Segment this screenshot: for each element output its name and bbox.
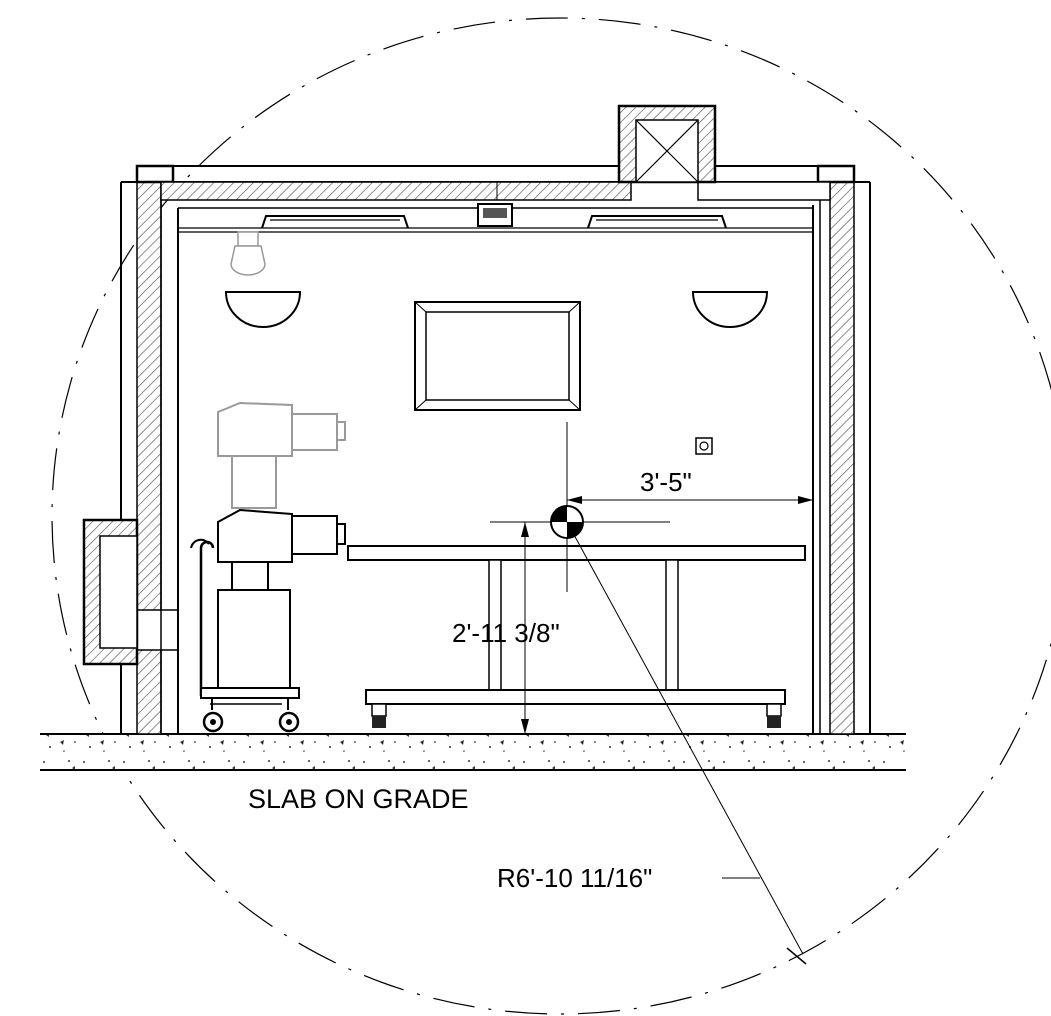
center-of-gravity-icon xyxy=(490,422,670,592)
table xyxy=(347,545,806,728)
linear-light-icon xyxy=(261,215,727,229)
wall-sconce-icon xyxy=(224,291,769,328)
left-wall xyxy=(120,164,179,735)
height-dimension: 2'-11 3/8" xyxy=(452,522,560,734)
exterior-equipment-box xyxy=(82,518,139,666)
clearance-radius-circle xyxy=(51,17,1051,1015)
wall-monitor xyxy=(414,301,581,411)
pendant-light-icon xyxy=(230,231,266,276)
radius-dimension-label: R6'-10 11/16" xyxy=(497,863,652,893)
width-dimension: 3'-5" xyxy=(567,467,813,504)
right-wall xyxy=(812,164,871,735)
ceiling-assembly xyxy=(121,165,870,233)
radius-leader: R6'-10 11/16" xyxy=(497,521,807,965)
duct-icon xyxy=(617,104,717,184)
height-dimension-label: 2'-11 3/8" xyxy=(452,618,560,648)
slab-on-grade xyxy=(40,733,906,771)
width-dimension-label: 3'-5" xyxy=(640,467,692,497)
smoke-detector-icon xyxy=(477,203,513,227)
equipment-cart xyxy=(190,508,346,733)
slab-on-grade-label: SLAB ON GRADE xyxy=(248,784,469,814)
receptacle-icon xyxy=(695,437,713,455)
